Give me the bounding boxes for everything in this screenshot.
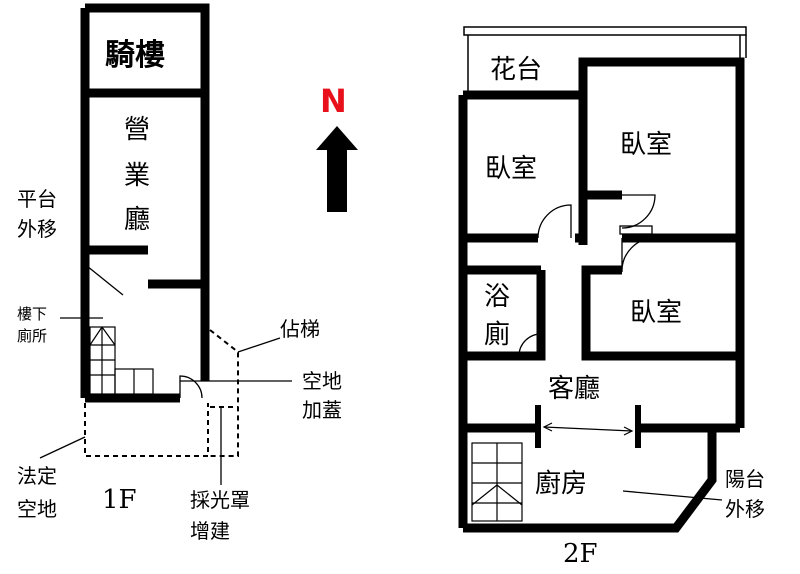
business-hall-label: 營 業 廳 bbox=[124, 115, 150, 235]
bedroom-left-label: 臥室 bbox=[485, 154, 537, 184]
bathroom-label: 浴 廁 bbox=[484, 282, 510, 350]
svg-text:採光罩: 採光罩 bbox=[190, 488, 250, 512]
floor2-stairs bbox=[471, 442, 523, 522]
floor1-plan: 騎樓 營 業 廳 平台 外移 樓下 廁所 佔梯 空地 加蓋 法定 空地 採光罩 … bbox=[17, 3, 342, 543]
svg-text:平台: 平台 bbox=[17, 187, 57, 211]
platform-moved-note: 平台 外移 bbox=[17, 187, 57, 241]
north-label: N bbox=[320, 82, 347, 120]
kitchen-label: 廚房 bbox=[535, 469, 587, 499]
svg-text:外移: 外移 bbox=[725, 497, 765, 521]
svg-text:空地: 空地 bbox=[17, 497, 57, 521]
svg-text:空地: 空地 bbox=[302, 369, 342, 393]
floor1-stairs bbox=[89, 326, 154, 395]
bedroom-top-right-door bbox=[621, 194, 656, 229]
north-compass: N bbox=[316, 82, 358, 212]
floor2-label: 2F bbox=[563, 539, 598, 569]
floor2-walls bbox=[458, 57, 745, 533]
skylight-outline bbox=[208, 329, 239, 457]
bedroom-top-right-label: 臥室 bbox=[620, 130, 672, 160]
svg-text:廳: 廳 bbox=[124, 205, 150, 235]
svg-text:業: 業 bbox=[124, 161, 150, 191]
living-room-label: 客廳 bbox=[548, 374, 600, 404]
svg-text:法定: 法定 bbox=[17, 464, 57, 488]
legal-open-space-outline bbox=[84, 403, 209, 457]
kitchen-outer-wall bbox=[463, 428, 717, 533]
svg-text:增建: 增建 bbox=[190, 519, 230, 543]
planter-railing bbox=[463, 26, 747, 95]
bedroom-right-walls bbox=[581, 265, 740, 361]
balcony-moved-note: 陽台 外移 bbox=[725, 467, 765, 521]
planter-label: 花台 bbox=[490, 55, 542, 85]
svg-text:浴: 浴 bbox=[484, 282, 510, 312]
balcony-leader-line bbox=[622, 490, 723, 501]
bedroom-left-door bbox=[537, 204, 572, 239]
svg-text:加蓋: 加蓋 bbox=[302, 398, 342, 422]
svg-text:營: 營 bbox=[124, 115, 150, 145]
svg-text:廁: 廁 bbox=[484, 320, 510, 350]
legal-open-space-note: 法定 空地 bbox=[17, 464, 57, 521]
floor1-label: 1F bbox=[102, 485, 137, 515]
floor1-door bbox=[179, 375, 203, 399]
stair-occupancy-note: 佔梯 bbox=[280, 317, 320, 341]
north-arrow-icon bbox=[316, 126, 358, 212]
vacant-lot-covered-note: 空地 加蓋 bbox=[302, 369, 342, 422]
floor2-doors bbox=[518, 194, 656, 357]
floor2-plan: 花台 臥室 臥室 臥室 浴 廁 客廳 廚房 陽台 外移 2F bbox=[458, 26, 765, 569]
floor1-walls bbox=[80, 3, 210, 403]
bedroom-right-label: 臥室 bbox=[630, 298, 682, 328]
arcade-label: 騎樓 bbox=[105, 38, 165, 73]
skylight-addition-note: 採光罩 增建 bbox=[190, 488, 250, 543]
bathroom-door bbox=[518, 333, 542, 357]
svg-text:陽台: 陽台 bbox=[725, 467, 765, 491]
toilet-under-stairs-note: 樓下 廁所 bbox=[17, 305, 47, 345]
living-room-span-arrow bbox=[542, 422, 634, 436]
floor1-leader-lines bbox=[39, 261, 292, 485]
svg-text:外移: 外移 bbox=[17, 217, 57, 241]
svg-text:樓下: 樓下 bbox=[17, 305, 47, 323]
bedroom-right-door bbox=[621, 237, 656, 273]
svg-text:廁所: 廁所 bbox=[17, 327, 47, 345]
floor1-dashed-additions bbox=[84, 329, 239, 457]
floor2-north-east-wall bbox=[578, 57, 745, 428]
